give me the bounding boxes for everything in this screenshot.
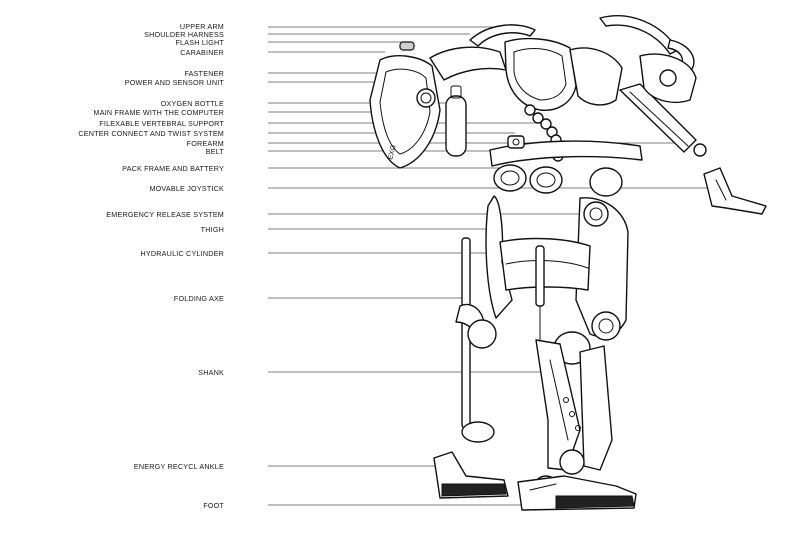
thigh-cuff <box>499 237 591 291</box>
knee-joint-right-hub <box>598 318 614 334</box>
hip-pad-right <box>589 167 623 197</box>
battery-core-left <box>500 170 520 186</box>
ankle-joint-right <box>559 449 585 475</box>
thigh-cuff-stripe <box>505 260 589 269</box>
knee-joint-right <box>591 311 621 341</box>
upper-arm <box>469 24 536 47</box>
main-frame-panel <box>513 48 567 101</box>
label-carabiner: CARABINER <box>180 48 224 57</box>
battery-core-right <box>536 172 556 188</box>
exoskeleton-illustration: EXO <box>369 15 767 511</box>
carabiner <box>399 41 415 51</box>
shoulder-joint-right <box>569 47 623 106</box>
upper-arm-rear <box>599 15 679 55</box>
label-oxygen-bottle: OXYGEN BOTTLE <box>161 99 224 108</box>
flash-light-ring <box>420 92 432 104</box>
hydraulic-cylinder <box>535 245 545 307</box>
gauntlet-knob <box>659 69 677 87</box>
battery-roller-right <box>529 166 563 194</box>
power-unit-inner <box>379 68 431 155</box>
emergency-release-system <box>583 201 609 227</box>
label-hydraulic-cylinder: HYDRAULIC CYLINDER <box>141 249 224 258</box>
flash-light-lens <box>416 88 436 108</box>
label-energy-recycl-ankle: ENERGY RECYCL ANKLE <box>134 462 224 471</box>
device-marking: EXO <box>387 144 398 161</box>
pack-frame-and-battery <box>493 164 527 192</box>
power-and-sensor-unit <box>369 55 441 169</box>
oxygen-bottle <box>445 95 467 157</box>
shank-bolt-1 <box>563 397 569 403</box>
knee-joint-left <box>467 319 497 349</box>
label-shoulder-harness: SHOULDER HARNESS <box>144 30 224 39</box>
shank-bolt-2 <box>569 411 575 417</box>
ankle-tread <box>441 483 507 497</box>
shank-frame-right <box>579 345 613 471</box>
joystick-grip <box>715 179 727 201</box>
emergency-release-button <box>589 207 603 221</box>
oxygen-bottle-neck <box>450 85 462 99</box>
foot-sole <box>555 495 635 509</box>
label-filexable-vertebral-support: FILEXABLE VERTEBRAL SUPPORT <box>99 119 224 128</box>
label-movable-joystick: MOVABLE JOYSTICK <box>149 184 224 193</box>
axe-loop <box>461 421 495 443</box>
label-pack-frame-and-battery: PACK FRAME AND BATTERY <box>122 164 224 173</box>
foot-strap <box>529 483 557 491</box>
label-main-frame-with-the-computer: MAIN FRAME WITH THE COMPUTER <box>94 108 224 117</box>
label-folding-axe: FOLDING AXE <box>174 294 224 303</box>
belt <box>489 140 643 167</box>
label-thigh: THIGH <box>201 225 224 234</box>
main-frame-with-the-computer <box>504 37 577 111</box>
label-shank: SHANK <box>198 368 224 377</box>
forearm-rail <box>629 91 689 147</box>
center-connect-hub <box>507 135 525 149</box>
label-flash-light: FLASH LIGHT <box>175 38 224 47</box>
center-twist-ring <box>512 138 520 146</box>
movable-joystick <box>703 167 767 215</box>
label-upper-arm: UPPER ARM <box>180 22 224 31</box>
label-column: UPPER ARM SHOULDER HARNESS FLASH LIGHT C… <box>78 22 224 510</box>
label-fastener: FASTENER <box>184 69 224 78</box>
label-emergency-release-system: EMERGENCY RELEASE SYSTEM <box>106 210 224 219</box>
label-forearm: FOREARM <box>187 139 224 148</box>
shank-bolt-3 <box>575 425 581 431</box>
label-foot: FOOT <box>203 501 224 510</box>
label-power-and-sensor-unit: POWER AND SENSOR UNIT <box>125 78 225 87</box>
shank-inner-rail <box>549 359 569 441</box>
label-belt: BELT <box>206 147 225 156</box>
label-center-connect-and-twist-system: CENTER CONNECT AND TWIST SYSTEM <box>78 129 224 138</box>
forearm-wrist <box>693 143 707 157</box>
shoulder-harness <box>429 46 507 81</box>
